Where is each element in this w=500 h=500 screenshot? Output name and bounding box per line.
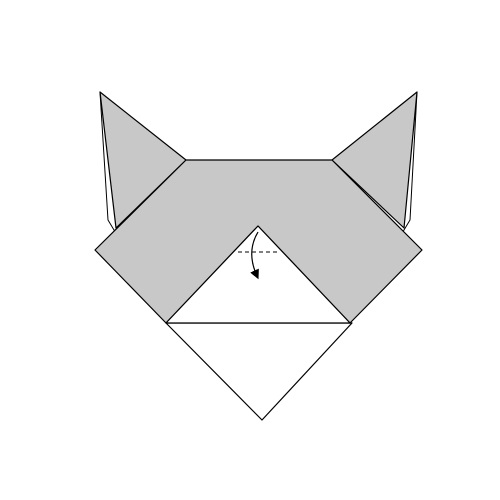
chin-panel [165,322,353,421]
fold-arrow-icon [250,231,259,280]
right-ear [331,91,418,229]
